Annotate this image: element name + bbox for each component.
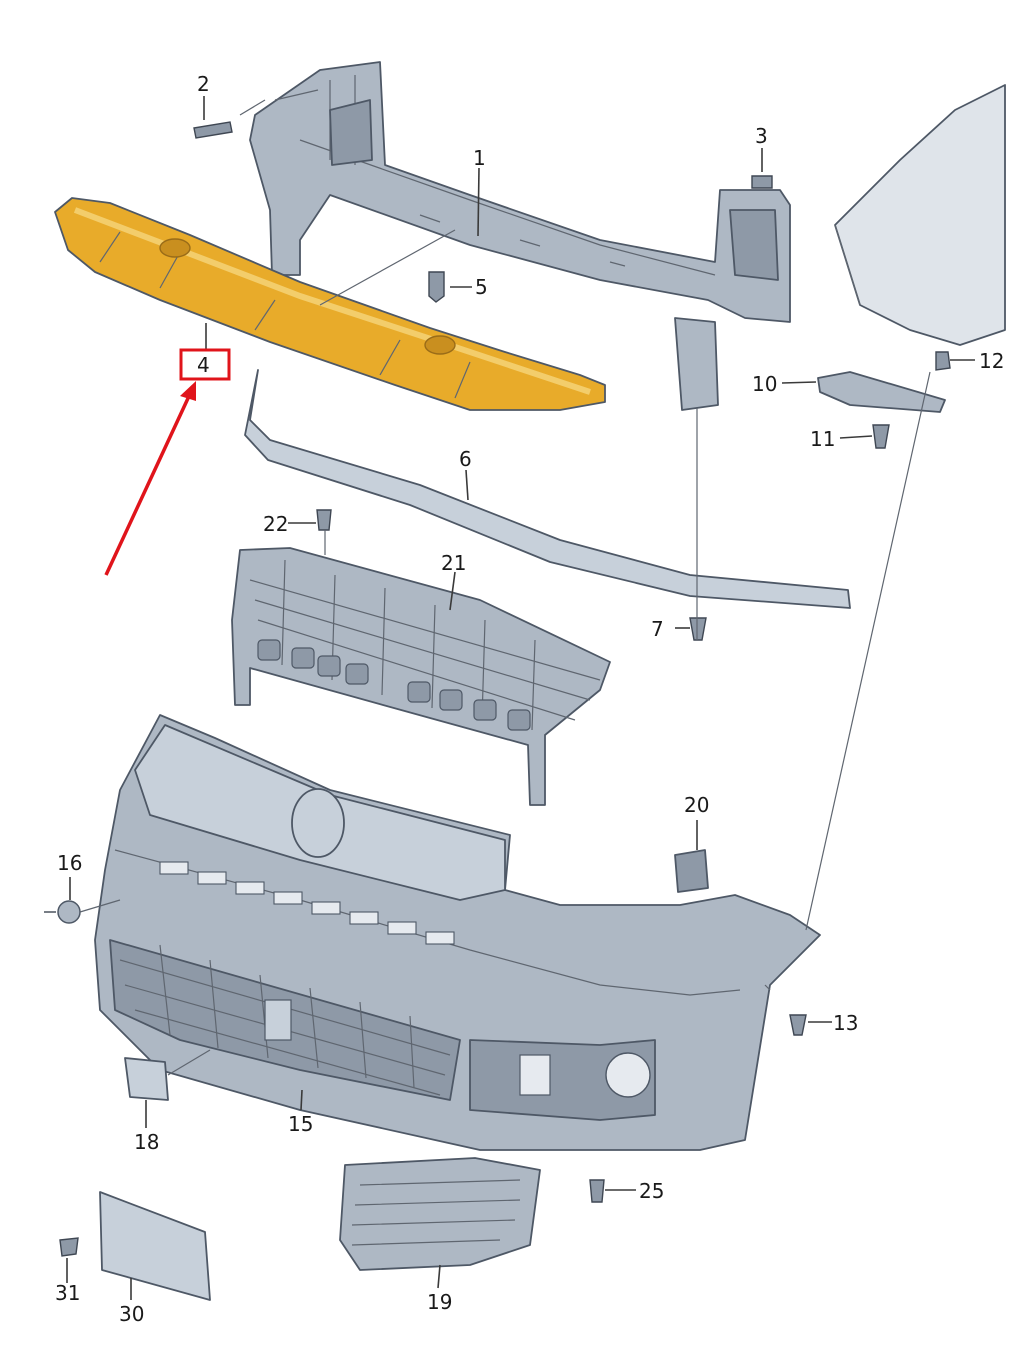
callout-16: 16 xyxy=(57,851,82,875)
callout-12: 12 xyxy=(979,349,1004,373)
callout-20: 20 xyxy=(684,793,709,817)
callout-13: 13 xyxy=(833,1011,858,1035)
part-1-bumper-carrier xyxy=(249,61,791,411)
callout-21: 21 xyxy=(441,551,466,575)
part-4-impact-absorber xyxy=(54,197,606,411)
callout-30: 30 xyxy=(119,1302,144,1326)
callout-labels: 1 2 3 4 5 6 7 10 11 12 13 15 16 18 19 20… xyxy=(55,72,1004,1326)
part-6-trim-strip xyxy=(244,369,851,609)
callout-25: 25 xyxy=(639,1179,664,1203)
callout-7: 7 xyxy=(651,617,664,641)
callout-5: 5 xyxy=(475,275,488,299)
part-10-bracket xyxy=(817,371,946,413)
callout-15: 15 xyxy=(288,1112,313,1136)
callout-4: 4 xyxy=(197,353,210,377)
pointer-arrow xyxy=(104,381,196,576)
callout-1: 1 xyxy=(473,146,486,170)
callout-3: 3 xyxy=(755,124,768,148)
part-30-license-plate xyxy=(99,1191,211,1301)
part-18-cap xyxy=(124,1057,169,1101)
callout-11: 11 xyxy=(810,427,835,451)
highlight-box xyxy=(179,348,231,381)
fasteners xyxy=(44,121,951,1257)
callout-31: 31 xyxy=(55,1281,80,1305)
callout-18: 18 xyxy=(134,1130,159,1154)
part-16-cap xyxy=(57,900,81,924)
callout-10: 10 xyxy=(752,372,777,396)
callout-19: 19 xyxy=(427,1290,452,1314)
callout-2: 2 xyxy=(197,72,210,96)
part-15-bumper-cover xyxy=(94,714,821,1151)
callout-6: 6 xyxy=(459,447,472,471)
part-21-grille-carrier xyxy=(231,547,611,806)
callout-22: 22 xyxy=(263,512,288,536)
fender-panel xyxy=(834,84,1006,346)
leader-lines xyxy=(66,96,975,1300)
assembly-lines xyxy=(79,89,931,1076)
part-20-clip xyxy=(674,849,709,893)
part-19-fog-grille xyxy=(339,1157,541,1271)
